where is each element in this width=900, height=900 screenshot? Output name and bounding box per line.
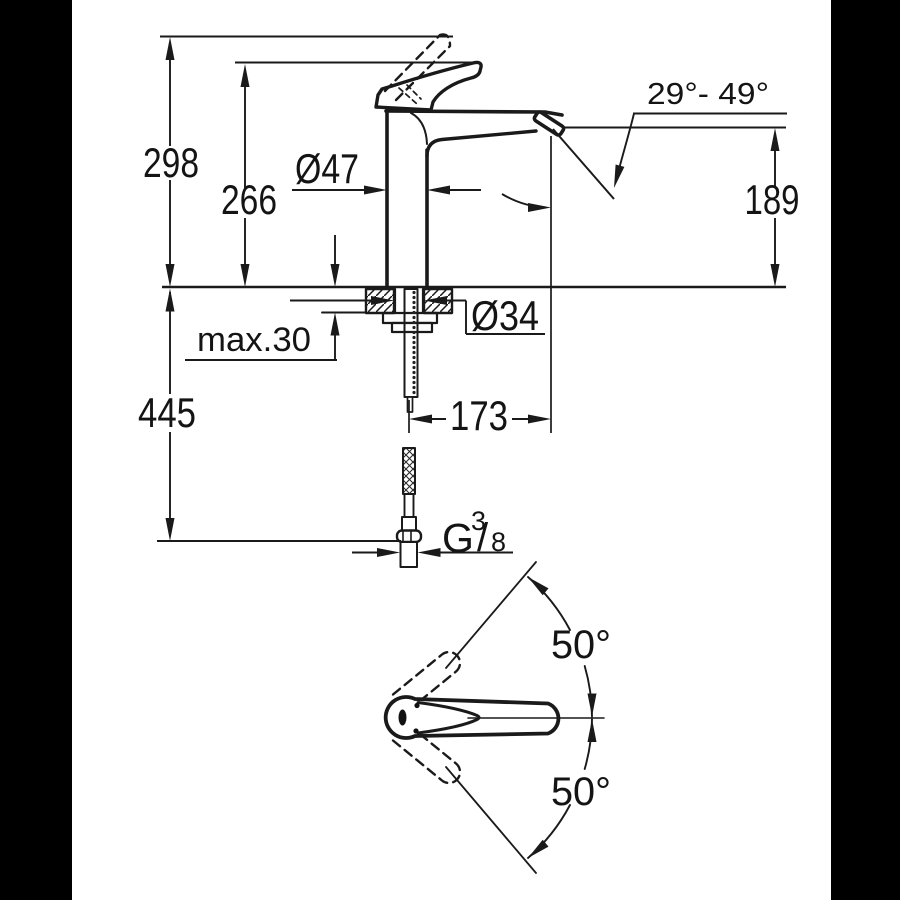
dimensions: 298 266 Ø47 29°- 49° bbox=[138, 35, 800, 561]
arrowhead-left bbox=[427, 185, 450, 195]
dim-173-label: 173 bbox=[450, 392, 508, 439]
thread-label-g: G bbox=[442, 515, 474, 561]
arrowhead-up bbox=[165, 288, 175, 312]
handle-swiveled-down-dashed bbox=[391, 722, 462, 785]
arrowhead-right bbox=[377, 548, 400, 557]
arrowhead-up bbox=[330, 312, 340, 336]
arrowhead-down bbox=[240, 264, 250, 287]
arrowhead-down bbox=[165, 518, 175, 541]
lever-solid-outline bbox=[374, 60, 483, 112]
arc-arrowhead-center-up bbox=[587, 719, 597, 742]
dim-34-label: Ø34 bbox=[471, 292, 539, 339]
dimension-overall-height: 298 bbox=[143, 35, 453, 287]
arrowhead-down bbox=[165, 264, 175, 287]
dimension-shank-diameter: Ø34 bbox=[290, 292, 545, 339]
max30-label: max.30 bbox=[197, 321, 311, 359]
arrowhead-left bbox=[409, 414, 432, 424]
arc-arrowhead-center-down bbox=[587, 693, 597, 717]
arrowhead-down bbox=[330, 264, 340, 287]
thread-label-slash: / bbox=[477, 516, 489, 560]
hose-tube bbox=[403, 493, 415, 518]
leader-lines bbox=[290, 299, 545, 335]
thread-label-denominator: 8 bbox=[491, 527, 506, 557]
thread-label-numerator: 3 bbox=[471, 506, 486, 536]
swivel-angle-lower-label: 50° bbox=[551, 770, 611, 814]
hose-coupling bbox=[401, 516, 417, 532]
arrowhead-right bbox=[364, 185, 387, 195]
arc-arrowhead-top bbox=[528, 577, 549, 596]
aerator-outlet bbox=[532, 110, 566, 137]
spout-top-edge bbox=[384, 109, 564, 117]
hose-thin-rod bbox=[406, 396, 414, 413]
left-black-bar bbox=[0, 0, 72, 900]
handle-swiveled-up-dashed bbox=[391, 650, 462, 713]
right-black-bar bbox=[831, 0, 900, 900]
threaded-stud bbox=[403, 288, 419, 398]
swivel-angle-upper-label: 50° bbox=[551, 623, 611, 667]
arrowhead-left bbox=[424, 296, 447, 305]
swivel-limit-line-lower bbox=[445, 766, 537, 874]
angle-range-label: 29°- 49° bbox=[647, 76, 769, 111]
spout-inner-curve bbox=[410, 112, 428, 145]
swivel-limit-line-upper bbox=[445, 561, 537, 669]
arrowhead-left bbox=[417, 548, 441, 557]
spout-underside-edge bbox=[425, 129, 538, 158]
dimension-deck-thickness: max.30 bbox=[185, 235, 340, 361]
dimension-spout-height: 189 bbox=[562, 126, 800, 287]
dimension-body-diameter: Ø47 bbox=[292, 145, 481, 195]
dimension-hose-length: 445 bbox=[138, 288, 401, 542]
arrowhead-up bbox=[165, 37, 175, 60]
hose-nut-facets bbox=[402, 530, 412, 542]
handle-dot-lower bbox=[413, 728, 419, 734]
arrowhead-up bbox=[240, 64, 250, 87]
annotation-spout-angle: 29°- 49° bbox=[501, 76, 787, 212]
dim-445-label: 445 bbox=[138, 389, 196, 436]
dim-266-label: 266 bbox=[221, 176, 277, 223]
dimension-lever-height: 266 bbox=[221, 61, 477, 287]
handle-cap-mark bbox=[398, 709, 407, 726]
arc-arrowhead-bottom bbox=[528, 839, 549, 858]
arrowhead-down bbox=[770, 264, 780, 287]
dimension-spout-reach: 173 bbox=[408, 136, 552, 439]
shank-edges bbox=[393, 287, 425, 315]
angle-arc-arrowhead bbox=[528, 203, 551, 212]
leader-arrowhead bbox=[614, 164, 625, 188]
hose-end-tube bbox=[399, 541, 418, 568]
stream-direction-line bbox=[552, 128, 615, 200]
handle-dot-upper bbox=[414, 702, 420, 709]
dim-298-label: 298 bbox=[143, 139, 199, 186]
dimension-thread: G 3 / 8 bbox=[352, 506, 513, 561]
dim-189-label: 189 bbox=[745, 176, 800, 223]
arrowhead-up bbox=[770, 128, 780, 151]
handle-top-view: 50° 50° bbox=[383, 561, 611, 874]
arrowhead-right bbox=[371, 296, 394, 305]
hose-braided-section bbox=[402, 447, 416, 495]
dim-47-label: Ø47 bbox=[295, 145, 359, 192]
arrowhead-right bbox=[528, 414, 551, 424]
